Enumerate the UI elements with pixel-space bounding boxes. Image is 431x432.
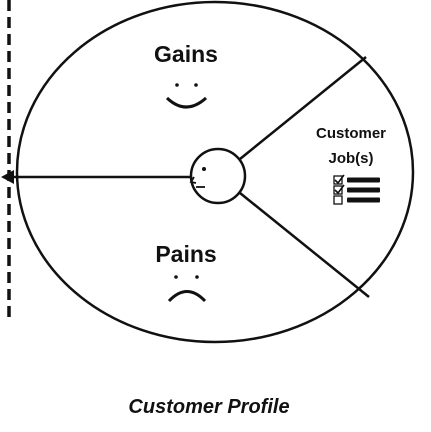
checklist-row	[333, 195, 380, 205]
profile-circle	[15, 0, 415, 344]
customer-jobs-label-line2: Job(s)	[329, 150, 374, 167]
checkmark-icon	[334, 174, 345, 185]
divider-line-upper	[239, 56, 367, 160]
task-line-icon	[347, 187, 380, 193]
customer-jobs-label-line1: Customer	[316, 125, 386, 142]
frown-icon	[167, 275, 207, 303]
pains-label: Pains	[155, 241, 216, 267]
checklist-icon	[333, 174, 380, 205]
divider-line-lower	[239, 192, 370, 298]
smile-icon	[165, 83, 208, 109]
diagram-caption: Customer Profile	[128, 396, 289, 418]
customer-face-icon	[189, 147, 247, 205]
checklist-row	[333, 184, 380, 195]
unchecked-box-icon	[333, 195, 343, 205]
gains-label: Gains	[154, 41, 218, 67]
left-arrow-icon	[1, 170, 198, 184]
checkmark-icon	[334, 184, 345, 195]
task-line-icon	[347, 177, 380, 183]
task-line-icon	[347, 197, 380, 203]
checklist-row	[333, 174, 380, 185]
